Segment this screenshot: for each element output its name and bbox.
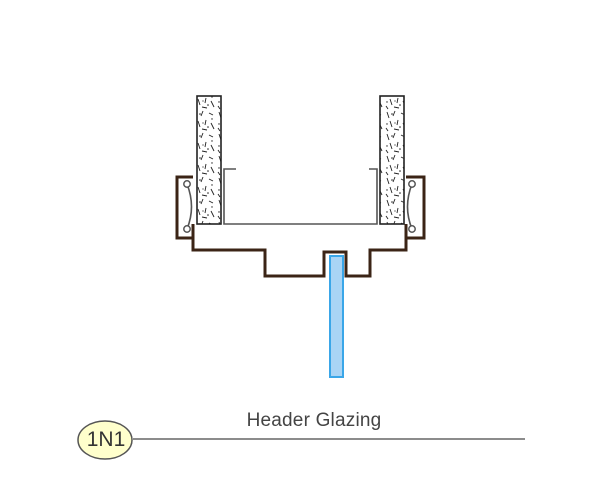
steel-stud: [223, 168, 378, 225]
glass-pane: [329, 255, 344, 378]
right-spring-gasket: [406, 180, 416, 233]
caption-title: Header Glazing: [246, 410, 382, 431]
header-frame: [191, 224, 408, 278]
right-drywall-board: [379, 95, 405, 225]
detail-tag-label: 1N1: [86, 428, 126, 451]
left-spring-gasket: [183, 180, 193, 233]
detail-tag-bubble: [77, 420, 133, 460]
left-trim-clip: [175, 175, 193, 240]
right-trim-clip: [406, 175, 426, 240]
left-drywall-board: [196, 95, 222, 225]
